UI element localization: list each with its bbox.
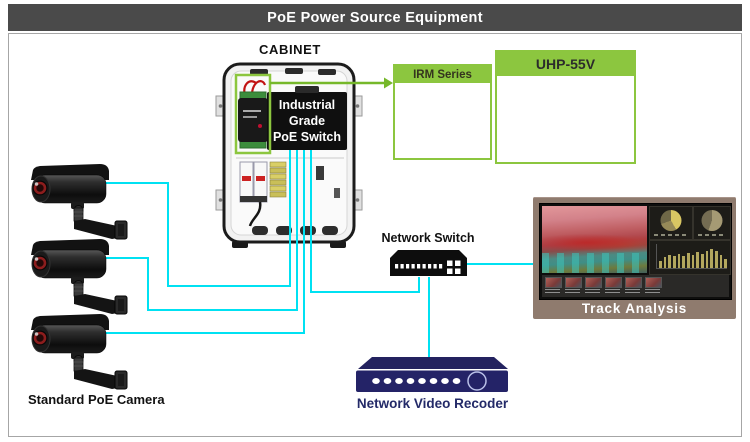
mini-bar [715, 251, 718, 268]
monitor-screen [539, 203, 732, 300]
circuit-breakers [239, 161, 268, 227]
surveillance-video-feed [542, 206, 647, 273]
event-thumbnail [565, 277, 582, 295]
mini-bar [668, 254, 672, 268]
pie-chart-panel-1 [649, 206, 693, 240]
track-analysis-monitor: Track Analysis [533, 197, 736, 319]
track-analysis-label: Track Analysis [581, 300, 688, 316]
mini-bar [677, 254, 681, 268]
pie-legend-2 [698, 233, 726, 236]
nvr-label: Network Video Recoder [356, 396, 509, 411]
irm-callout-arrow [270, 77, 393, 89]
poe-switch-label: Industrial Grade PoE Switch [272, 97, 342, 145]
title-bar: PoE Power Source Equipment [8, 4, 742, 31]
cable-camera2-to-poe-switch [100, 150, 298, 311]
mini-bar [687, 253, 690, 268]
pie-chart-panel-2 [693, 206, 731, 240]
mini-bar [710, 248, 714, 268]
pie-chart-1 [660, 210, 682, 231]
mini-bar [705, 250, 709, 268]
cable-camera3-to-poe-switch [100, 150, 305, 334]
thumbnail-strip [542, 275, 729, 297]
camera-2 [29, 237, 129, 316]
irm-series-header: IRM Series [395, 66, 490, 83]
mini-bar [719, 254, 723, 268]
irm-series-callout: IRM Series [393, 64, 492, 160]
pie-legend-1 [654, 233, 688, 236]
event-thumbnail [625, 277, 642, 295]
event-thumbnail [585, 277, 602, 295]
pie-chart-2 [701, 210, 723, 231]
cabinet-label: CABINET [259, 42, 321, 57]
mini-bar [682, 255, 686, 268]
cabinet-irm-module [238, 80, 268, 149]
standard-poe-camera-label: Standard PoE Camera [28, 392, 165, 407]
camera-3 [29, 312, 129, 391]
mini-bar [663, 257, 667, 268]
mini-bar [696, 252, 700, 268]
mini-bar [724, 258, 728, 268]
camera-1 [29, 162, 129, 241]
mini-bar [691, 254, 695, 268]
mini-bar [701, 254, 704, 268]
event-thumbnail [605, 277, 622, 295]
uhp-55v-header: UHP-55V [497, 52, 634, 76]
mini-bar [659, 260, 662, 268]
terminal-blocks [269, 161, 287, 198]
event-thumbnail [645, 277, 662, 295]
mini-bar-chart [656, 244, 728, 269]
poe-switch-block [267, 92, 347, 150]
nvr-device [356, 357, 508, 392]
cable-poe-switch-to-network-switch [310, 150, 420, 293]
uhp-55v-callout: UHP-55V [495, 50, 636, 164]
irm-highlight-rect [234, 73, 272, 155]
network-switch-label: Network Switch [381, 231, 475, 245]
cable-camera1-to-poe-switch [100, 150, 291, 287]
network-switch-device [390, 250, 467, 276]
page-title: PoE Power Source Equipment [267, 9, 483, 26]
mini-bar [673, 256, 676, 268]
event-thumbnail [545, 277, 562, 295]
bar-chart-panel [649, 240, 731, 275]
